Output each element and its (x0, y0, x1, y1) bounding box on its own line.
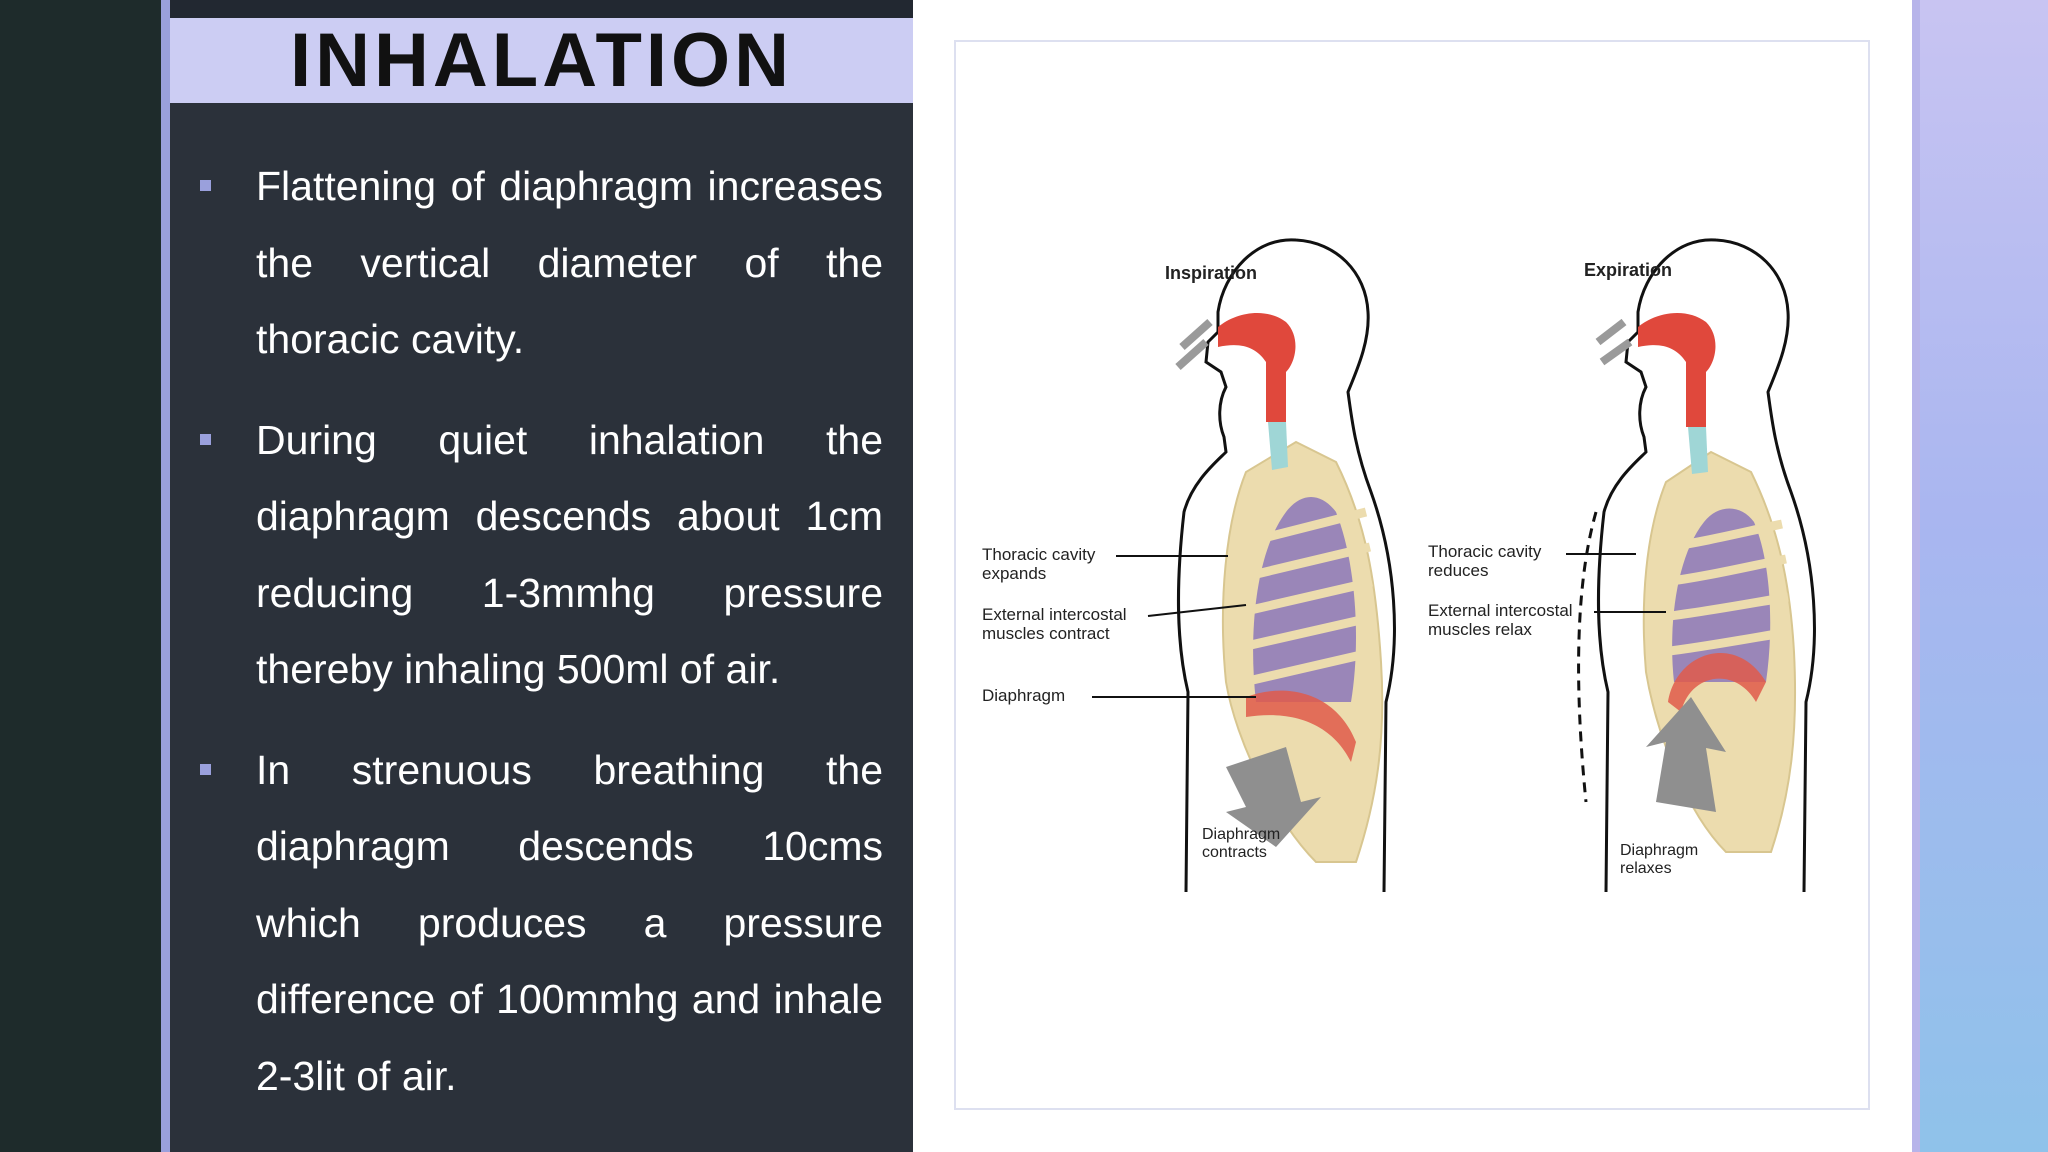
title-band: INHALATION (170, 18, 913, 103)
inspiration-title: Inspiration (1165, 263, 1257, 283)
square-bullet-icon (200, 433, 211, 445)
expiration-muscle-label-line1: External intercostal (1428, 601, 1573, 620)
expiration-cavity-label-line1: Thoracic cavity (1428, 542, 1542, 561)
breathing-diagram-frame: Inspiration Expiration Thoracic cavity e… (954, 40, 1870, 1110)
expiration-diaphragm-icon (1668, 653, 1766, 712)
accent-bar (161, 0, 170, 1152)
inspiration-trachea-icon (1268, 422, 1288, 470)
bullet-list: Flattening of diaphragm increases the ve… (200, 148, 883, 1138)
expiration-nasal-airway-icon (1638, 312, 1716, 427)
expiration-body-outline-icon (1596, 238, 1816, 893)
expiration-trachea-icon (1688, 427, 1708, 474)
expiration-diaphragm-state-line2: relaxes (1620, 860, 1672, 877)
square-bullet-icon (200, 763, 211, 775)
inspiration-figure (1175, 238, 1396, 893)
breathing-diagram: Inspiration Expiration Thoracic cavity e… (982, 238, 1816, 893)
expiration-title: Expiration (1584, 260, 1672, 280)
bullet-item: In strenuous breathing the diaphragm des… (200, 732, 883, 1115)
expiration-air-out-arrow-icon (1595, 318, 1633, 366)
inspiration-nasal-airway-icon (1218, 312, 1296, 422)
bullet-text: During quiet inhalation the diaphragm de… (256, 416, 883, 693)
text-panel: INHALATION Flattening of diaphragm incre… (170, 0, 913, 1152)
bullet-text: In strenuous breathing the diaphragm des… (256, 746, 883, 1099)
expiration-ribs-icon (1661, 519, 1789, 657)
bullet-text: Flattening of diaphragm increases the ve… (256, 163, 883, 362)
left-dark-strip (0, 0, 161, 1152)
expiration-figure (1577, 238, 1816, 893)
bullet-item: During quiet inhalation the diaphragm de… (200, 402, 883, 708)
inspiration-muscle-leader-line (1147, 604, 1247, 617)
expiration-diaphragm-state-line1: Diaphragm (1620, 842, 1698, 859)
expiration-muscle-label-line2: muscles relax (1428, 620, 1532, 639)
inspiration-muscle-label-line2: muscles contract (982, 624, 1110, 643)
bullet-item: Flattening of diaphragm increases the ve… (200, 148, 883, 378)
expiration-up-arrow-icon (1646, 697, 1726, 812)
inspiration-air-in-arrow-icon (1175, 319, 1213, 370)
inspiration-body-outline-icon (1176, 238, 1396, 893)
square-bullet-icon (200, 180, 211, 191)
panel-top-band (170, 0, 913, 18)
decorative-gradient-strip (1912, 0, 2048, 1152)
inspiration-diaphragm-state-line2: contracts (1202, 844, 1267, 861)
decorative-edge (1912, 0, 1920, 1152)
inspiration-cavity-label-line2: expands (982, 564, 1046, 583)
inspiration-diaphragm-label: Diaphragm (982, 686, 1065, 705)
expiration-cavity-dashed-line (1577, 511, 1598, 803)
inspiration-muscle-label-line1: External intercostal (982, 605, 1127, 624)
inspiration-diaphragm-icon (1246, 690, 1356, 762)
inspiration-cavity-label-line1: Thoracic cavity (982, 545, 1096, 564)
inspiration-ribs-icon (1241, 507, 1375, 687)
inspiration-down-arrow-icon (1226, 747, 1321, 847)
expiration-cavity-label-line2: reduces (1428, 561, 1488, 580)
inspiration-diaphragm-state-line1: Diaphragm (1202, 826, 1280, 843)
slide-title: INHALATION (290, 18, 793, 103)
